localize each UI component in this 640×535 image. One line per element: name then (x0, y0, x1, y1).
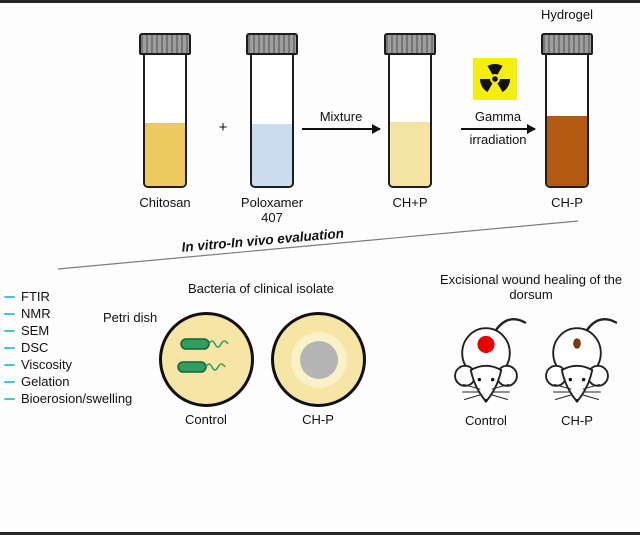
mouse-eye (477, 377, 482, 382)
bacterium-icon (177, 361, 226, 373)
bacteria-section-title: Bacteria of clinical isolate (188, 281, 334, 296)
mouse-head (469, 364, 503, 403)
list-item: DSC (4, 339, 132, 356)
dash-icon (4, 346, 15, 349)
vial-tube (143, 53, 187, 188)
dash-icon (4, 380, 15, 383)
mouse-eye (568, 377, 573, 382)
gamma-arrow-icon (461, 124, 536, 134)
petri-dish-chp (271, 312, 366, 407)
method-label: Bioerosion/swelling (21, 391, 133, 406)
method-label: Viscosity (21, 357, 73, 372)
methods-list: FTIR NMR SEM DSC Viscosity Gelation Bioe… (4, 288, 132, 407)
vial-label-poloxamer: Poloxamer 407 (240, 195, 304, 225)
dash-icon (4, 312, 15, 315)
vial-cap (384, 33, 436, 55)
mouse-control-label: Control (465, 413, 507, 428)
inhibition-zone (299, 340, 338, 379)
dash-icon (4, 397, 15, 400)
vial-tube (545, 53, 589, 188)
chp-gel-liquid (547, 116, 587, 186)
gamma-arrow-label-bottom: irradiation (469, 132, 527, 147)
list-item: FTIR (4, 288, 132, 305)
method-label: DSC (21, 340, 49, 355)
vial-label-chp-gel: CH-P (551, 195, 583, 210)
wound-spot-chp (573, 338, 581, 349)
method-label: Gelation (21, 374, 70, 389)
vial-chp-mix (384, 33, 436, 188)
mouse-chp-label: CH-P (561, 413, 593, 428)
vial-cap (246, 33, 298, 55)
poloxamer-liquid (252, 124, 292, 186)
chp-mix-liquid (390, 122, 430, 186)
chitosan-liquid (145, 123, 185, 186)
mouse-nose (575, 399, 579, 403)
bacterium-icon (180, 338, 229, 350)
radiation-trefoil-icon (480, 63, 510, 92)
gamma-arrow-label-top: Gamma (474, 109, 522, 124)
list-item: Bioerosion/swelling (4, 390, 132, 407)
top-border-bar (0, 0, 640, 3)
vial-poloxamer (246, 33, 298, 188)
list-item: Viscosity (4, 356, 132, 373)
mouse-head (560, 364, 594, 403)
vial-chp-gel (541, 33, 593, 188)
dish-control-label: Control (185, 412, 227, 427)
vial-tube (388, 53, 432, 188)
dash-icon (4, 329, 15, 332)
hydrogel-label: Hydrogel (540, 7, 594, 22)
mouse-nose (484, 399, 488, 403)
vial-cap (139, 33, 191, 55)
petri-dish-label: Petri dish (103, 310, 158, 325)
mixture-arrow-label: Mixture (319, 109, 363, 124)
vial-chitosan (139, 33, 191, 188)
list-item: SEM (4, 322, 132, 339)
radiation-hazard-icon (473, 58, 517, 100)
method-label: NMR (21, 306, 51, 321)
petri-dish-control (159, 312, 254, 407)
dash-icon (4, 295, 15, 298)
plus-sign: + (218, 119, 228, 136)
mixture-arrow-icon (302, 124, 381, 134)
vial-tube (250, 53, 294, 188)
mouse-figure-control (454, 318, 527, 403)
mouse-figure-chp (545, 318, 618, 403)
vial-cap (541, 33, 593, 55)
mouse-whiskers (462, 383, 510, 401)
vial-label-chitosan: Chitosan (139, 195, 191, 210)
wound-spot-control (477, 335, 495, 353)
method-label: FTIR (21, 289, 50, 304)
mouse-eye (581, 377, 586, 382)
list-item: Gelation (4, 373, 132, 390)
list-item: NMR (4, 305, 132, 322)
method-label: SEM (21, 323, 50, 338)
dash-icon (4, 363, 15, 366)
wound-section-title: Excisional wound healing of the dorsum (439, 272, 623, 302)
dish-chp-label: CH-P (302, 412, 334, 427)
bottom-border-bar (0, 532, 640, 535)
mouse-eye (490, 377, 495, 382)
evaluation-title: In vitro-In vivo evaluation (180, 225, 345, 255)
mouse-whiskers (553, 383, 601, 401)
vial-label-chp-mix: CH+P (392, 195, 428, 210)
